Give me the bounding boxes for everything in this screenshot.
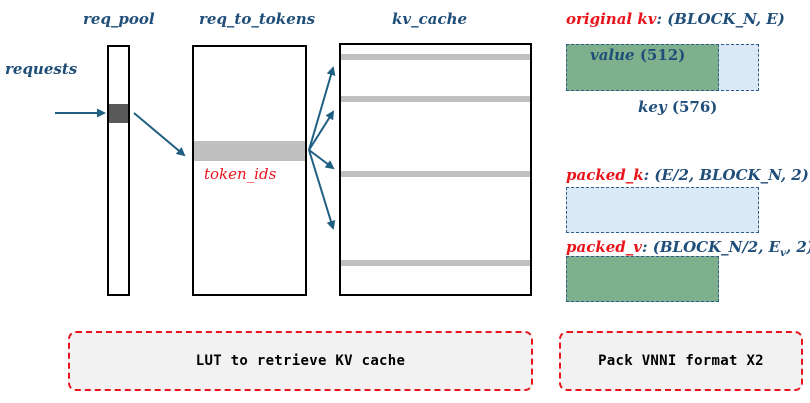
token-to-cache-arrow bbox=[308, 149, 336, 230]
original-kv-name: original kv bbox=[566, 10, 657, 28]
original-kv-shape: : (BLOCK_N, E) bbox=[656, 10, 785, 28]
token-to-cache-arrow bbox=[308, 66, 336, 151]
kv-cache-slot bbox=[341, 96, 530, 102]
token-to-cache-arrow bbox=[308, 149, 335, 170]
key-dim: (576) bbox=[671, 98, 718, 116]
packed-k-shape: : (E/2, BLOCK_N, 2) bbox=[643, 166, 809, 184]
token-ids-label: token_ids bbox=[204, 165, 277, 183]
value-dim: (512) bbox=[639, 46, 686, 64]
req-pool-active-slot bbox=[109, 104, 128, 123]
key-label-text: key bbox=[638, 98, 667, 116]
req-to-tokens-column bbox=[192, 45, 307, 296]
req-pool-column bbox=[107, 45, 130, 296]
key-label: key (576) bbox=[638, 98, 717, 116]
vnni-caption: Pack VNNI format X2 bbox=[559, 331, 803, 391]
value-label-text: value bbox=[590, 46, 635, 64]
kv-cache-slot bbox=[341, 260, 530, 266]
packed-v-shape-pre: : (BLOCK_N/2, E bbox=[641, 238, 781, 256]
value-label: value (512) bbox=[590, 46, 685, 64]
value-bar bbox=[566, 44, 719, 91]
packed-v-name: packed_v bbox=[566, 238, 642, 256]
packed-v-sub: v bbox=[780, 248, 786, 259]
kv-cache-slot bbox=[341, 171, 530, 177]
req-to-tokens-label: req_to_tokens bbox=[199, 10, 316, 28]
req-pool-label: req_pool bbox=[83, 10, 155, 28]
token-to-cache-arrow bbox=[308, 110, 335, 151]
lut-caption: LUT to retrieve KV cache bbox=[68, 331, 533, 391]
token-row bbox=[194, 141, 305, 161]
packed-v-shape-post: , 2) bbox=[785, 238, 810, 256]
pool-to-tokens-arrow bbox=[133, 112, 186, 157]
kv-cache-slot bbox=[341, 54, 530, 60]
packed-k-name: packed_k bbox=[566, 166, 644, 184]
requests-label: requests bbox=[5, 60, 78, 78]
packed-v-bar bbox=[566, 256, 719, 302]
packed-k-heading: packed_k: (E/2, BLOCK_N, 2) bbox=[566, 166, 809, 184]
packed-k-bar bbox=[566, 187, 759, 233]
packed-v-heading: packed_v: (BLOCK_N/2, Ev, 2) bbox=[566, 238, 810, 259]
kv-cache-column bbox=[339, 43, 532, 296]
kv-cache-label: kv_cache bbox=[392, 10, 468, 28]
original-kv-heading: original kv: (BLOCK_N, E) bbox=[566, 10, 785, 28]
